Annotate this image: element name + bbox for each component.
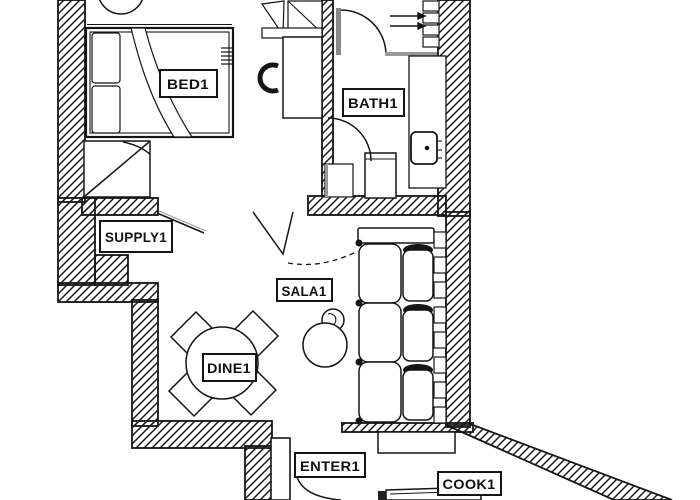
room-label-sala-text: SALA1 bbox=[282, 283, 327, 299]
bathroom bbox=[324, 0, 447, 199]
room-label-bath-text: BATH1 bbox=[348, 95, 398, 111]
sofa-seat-3 bbox=[358, 361, 402, 423]
bath-door-leaf bbox=[336, 8, 341, 55]
side-table bbox=[302, 308, 348, 368]
door-swing-dashed bbox=[287, 250, 359, 266]
pillow-2 bbox=[91, 85, 121, 134]
bedroom-door bbox=[83, 140, 151, 198]
wall-bottom-dine bbox=[131, 420, 273, 449]
room-label-bath: BATH1 bbox=[342, 88, 405, 117]
bedroom bbox=[83, 0, 235, 198]
sofa bbox=[355, 227, 435, 425]
room-label-bed: BED1 bbox=[159, 69, 218, 98]
wall-left-step bbox=[57, 282, 159, 303]
wall-supply-bottom bbox=[94, 254, 129, 286]
wall-left-lower bbox=[131, 299, 159, 427]
supply-door-line bbox=[156, 212, 205, 234]
desk bbox=[282, 36, 323, 119]
bed-vent bbox=[221, 47, 234, 65]
room-label-bed-text: BED1 bbox=[167, 76, 209, 92]
wall-supply-top bbox=[81, 197, 159, 216]
room-label-supply-text: SUPPLY1 bbox=[105, 229, 167, 245]
room-label-enter-text: ENTER1 bbox=[300, 458, 360, 474]
entry bbox=[296, 476, 342, 500]
shower-tray bbox=[324, 163, 354, 198]
room-label-supply: SUPPLY1 bbox=[99, 220, 173, 253]
wall-bath-bottom bbox=[307, 195, 447, 216]
living-room bbox=[252, 211, 447, 425]
wall-diagonal bbox=[445, 424, 673, 500]
kitchen-cabinet bbox=[377, 431, 456, 454]
toilet bbox=[364, 152, 397, 199]
wardrobe bbox=[260, 0, 323, 39]
sink bbox=[410, 131, 442, 165]
desk-chair bbox=[257, 62, 279, 94]
entry-door-swing bbox=[296, 476, 342, 500]
bath-counter bbox=[408, 55, 447, 189]
side-table-top bbox=[302, 322, 348, 368]
stool-top bbox=[99, 0, 143, 15]
sofa-back-3 bbox=[402, 369, 434, 421]
sofa-back-1 bbox=[402, 249, 434, 302]
pillow-1 bbox=[91, 32, 121, 84]
room-label-cook-text: COOK1 bbox=[443, 476, 496, 492]
sofa-seat-1 bbox=[358, 243, 402, 304]
room-label-dine: DINE1 bbox=[202, 353, 257, 382]
towel-radiator bbox=[422, 0, 440, 48]
wall-enter-left bbox=[244, 445, 273, 500]
brick-ledge bbox=[433, 231, 447, 424]
hallway bbox=[257, 0, 323, 119]
wall-left-upper bbox=[57, 0, 86, 203]
door-jamb-enter bbox=[270, 437, 291, 500]
bed-inner-border bbox=[89, 31, 230, 134]
kitchen-appliance bbox=[378, 491, 386, 500]
sofa-seat-2 bbox=[358, 302, 402, 363]
room-label-enter: ENTER1 bbox=[294, 452, 366, 478]
room-label-sala: SALA1 bbox=[276, 278, 333, 302]
wall-right-lower bbox=[445, 211, 471, 428]
bath-door-swing bbox=[340, 9, 387, 56]
folding-door bbox=[252, 211, 294, 256]
bath-lower-door-swing bbox=[327, 117, 372, 162]
room-label-cook: COOK1 bbox=[437, 471, 502, 496]
flow-arrows bbox=[390, 11, 427, 31]
sofa-back-2 bbox=[402, 309, 434, 362]
supply-closet bbox=[156, 210, 207, 234]
room-label-dine-text: DINE1 bbox=[207, 360, 251, 376]
sofa-armrest-top bbox=[357, 227, 435, 244]
supply-door-line-2 bbox=[158, 210, 207, 232]
shower-line bbox=[385, 52, 437, 56]
